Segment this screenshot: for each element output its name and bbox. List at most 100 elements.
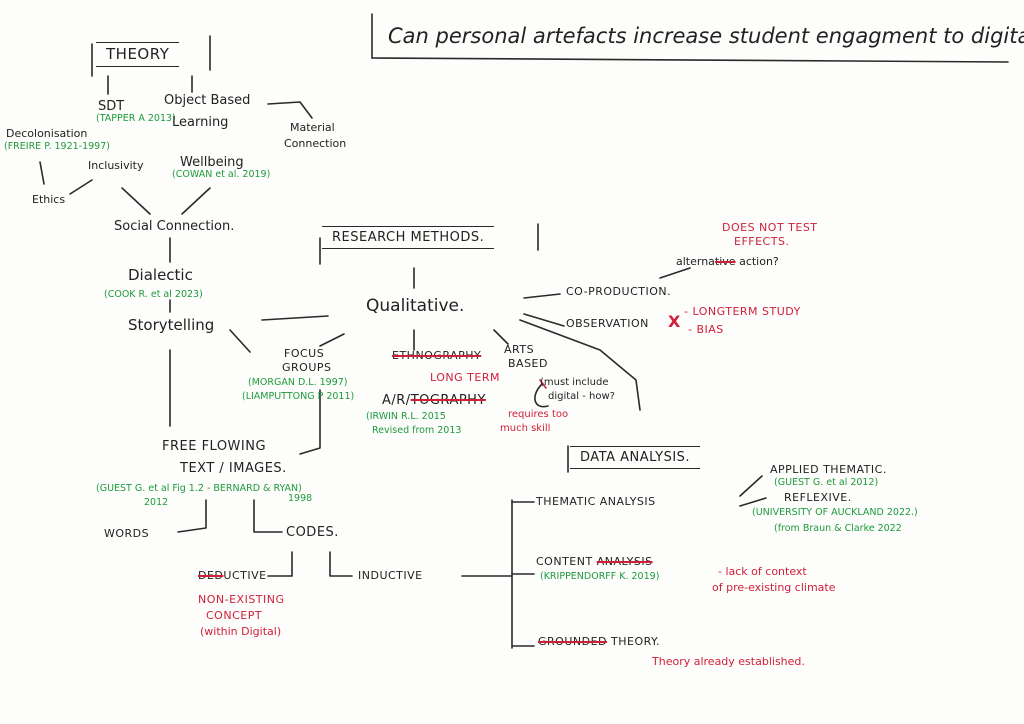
node-alternative-action: alternative action? [676, 256, 779, 267]
theory-heading: THEORY [96, 42, 180, 67]
deductive-struck: DED [198, 569, 224, 582]
ref-tapper: (TAPPER A 2013) [96, 113, 176, 124]
ref-cook: (COOK R. et al 2023) [104, 289, 203, 300]
node-focus: FOCUS [284, 347, 325, 360]
note-requires-too: requires too [508, 409, 569, 420]
note-lack-of-context: - lack of context [718, 565, 807, 578]
incl-to-social [121, 187, 151, 215]
thematic-to-applied [739, 475, 763, 497]
note-theory-established: Theory already established. [652, 655, 805, 668]
node-content-analysis: CONTENT ANALYSIS [536, 556, 653, 567]
node-codes: CODES. [286, 525, 339, 540]
node-deductive: DEDUCTIVE [198, 570, 267, 581]
node-words: WORDS [104, 527, 150, 540]
node-thematic-analysis: THEMATIC ANALYSIS [536, 495, 656, 508]
node-social-connection: Social Connection. [114, 219, 235, 234]
decol-to-ethics [39, 161, 45, 185]
ref-cowan: (COWAN et al. 2019) [172, 169, 271, 180]
qual-to-analysis [519, 319, 641, 411]
qual-to-arts [493, 329, 509, 345]
node-applied-thematic: APPLIED THEMATIC. [770, 463, 887, 476]
ref-revised: Revised from 2013 [372, 425, 462, 436]
node-text-images: TEXT / IMAGES. [180, 461, 287, 476]
must-box [534, 383, 549, 408]
research-methods-heading: RESEARCH METHODS. [322, 226, 495, 249]
artography-part-b: TOGRAPHY [410, 393, 486, 408]
node-ethnography: ETHNOGRAPHY [392, 349, 482, 362]
note-longterm-study: - LONGTERM STUDY [684, 305, 801, 318]
codes-to-deductive [267, 551, 293, 577]
note-concept: CONCEPT [206, 609, 263, 622]
node-sdt: SDT [98, 99, 125, 114]
qual-to-observation [523, 313, 565, 327]
title-underline [371, 57, 1009, 63]
ref-irwin: (IRWIN R.L. 2015 [366, 411, 446, 422]
note-bias: - BIAS [688, 323, 724, 336]
node-artography: A/R/TOGRAPHY [382, 394, 486, 407]
note-much-skill: much skill [500, 423, 551, 434]
note-must-include: (must include [540, 377, 609, 388]
object-to-material [267, 101, 313, 119]
node-inclusivity: Inclusivity [88, 159, 144, 172]
node-ethics: Ethics [32, 193, 66, 206]
ref-year-1998: 1998 [288, 493, 313, 504]
ref-liamputtong: (LIAMPUTTONG P 2011) [242, 391, 355, 402]
qual-to-coprod [523, 293, 561, 299]
note-does-not-test: DOES NOT TEST [722, 221, 818, 234]
content-word: CONTENT [536, 555, 597, 568]
grounded-struck: GROUNDED [538, 635, 607, 648]
node-inductive: INDUCTIVE [358, 569, 423, 582]
node-object-based: Object Based [164, 93, 251, 108]
arts-to-must [539, 379, 547, 389]
observation-cross-mark: X [668, 312, 681, 331]
node-storytelling: Storytelling [128, 316, 215, 334]
data-analysis-heading: DATA ANALYSIS. [570, 446, 701, 469]
node-observation: OBSERVATION [566, 317, 649, 330]
ref-guest-2012: (GUEST G. et al 2012) [774, 477, 879, 488]
ref-krippendorff: (KRIPPENDORFF K. 2019) [540, 571, 660, 582]
node-wellbeing: Wellbeing [180, 155, 244, 170]
story-to-qual-2 [229, 329, 251, 353]
analysis-struck: ANALYSIS [596, 555, 653, 568]
note-non-existing: NON-EXISTING [198, 593, 285, 606]
note-pre-existing-climate: of pre-existing climate [712, 581, 836, 594]
artography-part-a: A/R/ [382, 393, 411, 408]
deductive-rest: UCTIVE [223, 569, 267, 582]
node-grounded-theory: GROUNDED THEORY. [538, 636, 660, 647]
node-reflexive: REFLEXIVE. [784, 491, 852, 504]
alt-text-c: action? [735, 255, 779, 268]
coprod-to-alt [659, 267, 691, 279]
free-to-words [177, 499, 207, 533]
ref-morgan: (MORGAN D.L. 1997) [248, 377, 348, 388]
thematic-to-reflexive [739, 497, 767, 507]
node-qualitative: Qualitative. [366, 296, 465, 316]
note-digital-how: digital - how? [548, 391, 615, 402]
note-long-term: LONG TERM [430, 371, 500, 384]
node-dialectic: Dialectic [128, 266, 193, 284]
node-connection: Connection [284, 137, 347, 150]
node-coproduction: CO-PRODUCTION. [566, 285, 672, 298]
theory-word: THEORY. [607, 635, 661, 648]
alt-text-struck: tive [714, 255, 736, 268]
node-learning: Learning [172, 115, 229, 130]
story-to-qual [261, 315, 329, 321]
node-arts: ARTS [504, 343, 535, 356]
ref-year-2012: 2012 [144, 497, 169, 508]
free-to-codes [253, 499, 283, 533]
node-material: Material [290, 121, 335, 134]
node-groups: GROUPS [282, 361, 332, 374]
note-within-digital: (within Digital) [200, 625, 282, 638]
alt-text-a: alterna [676, 255, 715, 268]
qual-to-focus [319, 333, 345, 347]
ref-guest-bernard: (GUEST G. et al Fig 1.2 - BERNARD & RYAN… [96, 483, 302, 494]
node-free-flowing: FREE FLOWING [162, 439, 267, 454]
focus-to-free [299, 389, 321, 455]
note-effects: EFFECTS. [734, 235, 790, 248]
ref-braun-clarke: (from Braun & Clarke 2022 [774, 523, 902, 534]
node-based: BASED [508, 357, 548, 370]
incl-to-ethics [69, 179, 93, 195]
ref-auckland: (UNIVERSITY OF AUCKLAND 2022.) [752, 507, 918, 518]
ref-freire: (FREIRE P. 1921-1997) [4, 141, 110, 152]
